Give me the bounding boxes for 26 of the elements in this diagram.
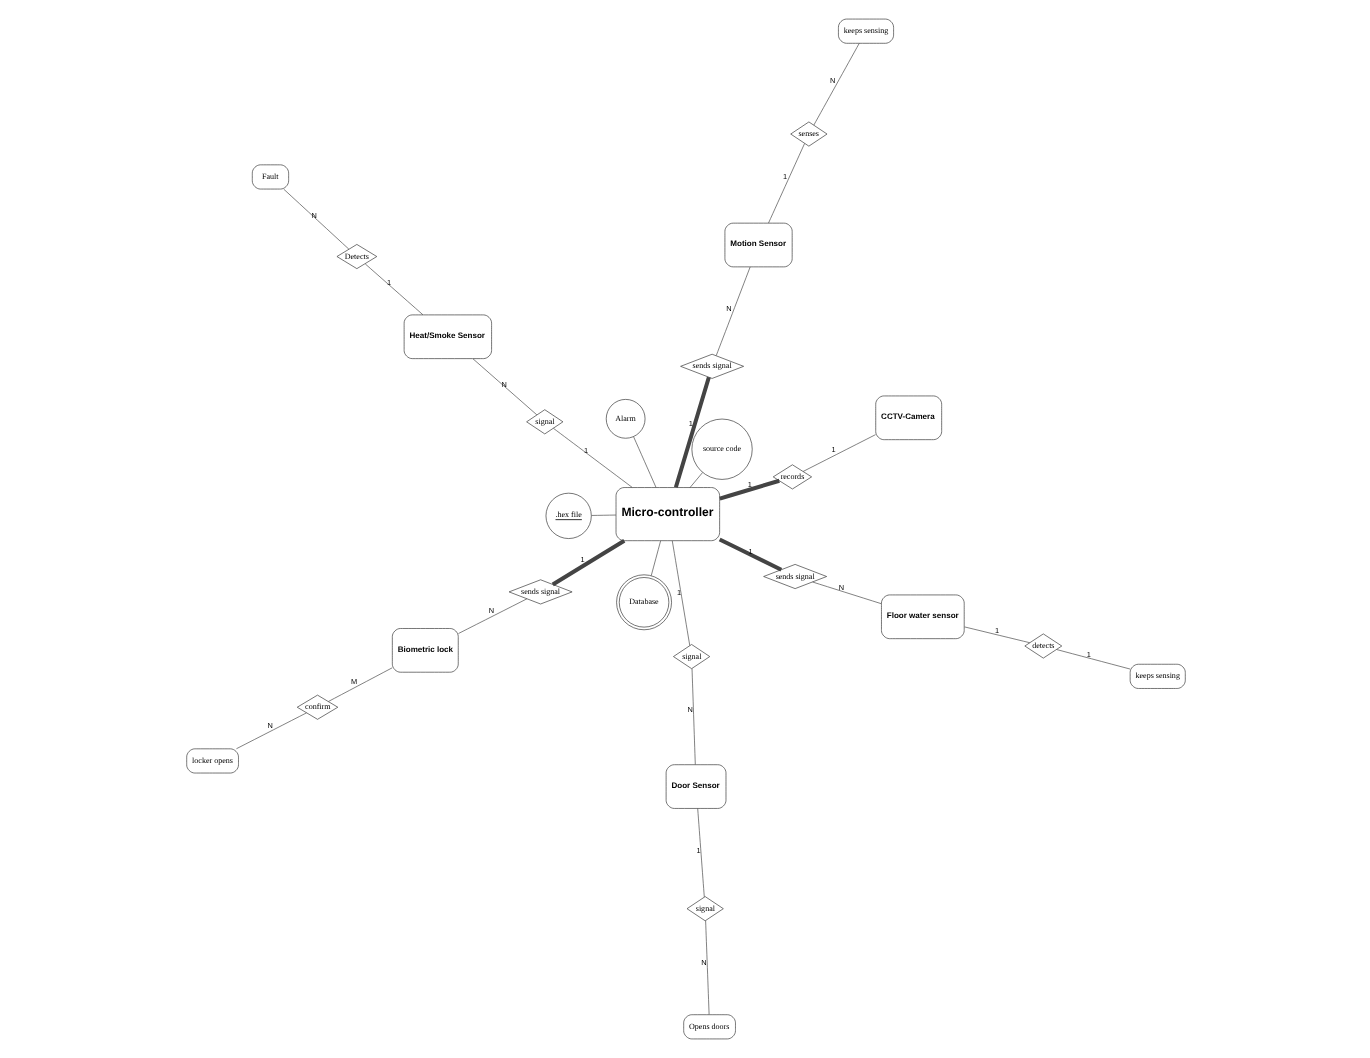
connector (632, 436, 656, 488)
connector (690, 668, 695, 765)
connector (282, 188, 349, 250)
connector (811, 581, 881, 605)
connector (812, 42, 859, 126)
connector (688, 472, 702, 488)
connector (672, 376, 710, 488)
connector (1055, 649, 1130, 670)
connector (801, 434, 875, 472)
connector (649, 540, 660, 577)
connector (670, 540, 690, 646)
connector (767, 143, 804, 224)
connector (363, 263, 423, 316)
connector (471, 358, 537, 416)
connector (590, 514, 616, 516)
connector (696, 808, 704, 898)
connector (714, 266, 750, 356)
connector (704, 920, 709, 1015)
connector (457, 598, 527, 634)
connector (717, 537, 782, 572)
connector (963, 626, 1030, 644)
connector (550, 539, 625, 587)
connector (327, 667, 392, 702)
connector (718, 478, 779, 501)
connector (552, 427, 632, 488)
connector (235, 712, 306, 750)
